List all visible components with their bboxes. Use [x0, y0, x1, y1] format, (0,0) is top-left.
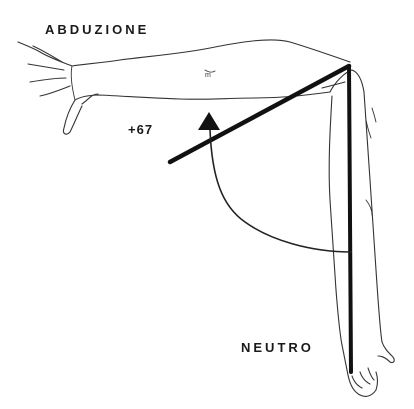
abducted-arm-outline: [71, 40, 350, 100]
angle-label: +67: [128, 122, 153, 137]
goniometer-fixed-arm: [349, 66, 351, 372]
neutral-arm-outline: [329, 70, 382, 345]
arm-mark: m: [205, 72, 211, 79]
arrow-head-icon: [198, 112, 220, 130]
goniometer: [170, 66, 351, 372]
goniometer-moving-arm: [170, 66, 349, 162]
neutral-position-label: NEUTRO: [241, 340, 314, 355]
abducted-hand: [18, 42, 98, 134]
diagram-title: ABDUZIONE: [45, 22, 149, 37]
